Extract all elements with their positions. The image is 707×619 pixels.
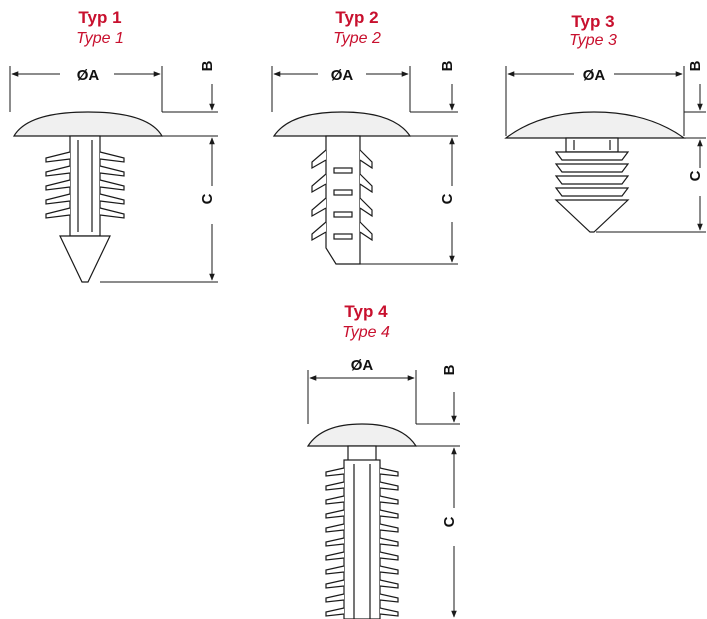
- type4-title: Typ 4: [344, 302, 388, 321]
- type3-title: Typ 3: [571, 12, 615, 31]
- type4-subtitle: Type 4: [342, 324, 390, 341]
- type2-dimensions: [271, 66, 458, 265]
- type2-drawing: [272, 111, 412, 265]
- type4-drawing: [306, 423, 418, 619]
- type1-drawing: [12, 111, 164, 283]
- type2-subtitle: Type 2: [333, 30, 381, 47]
- type3-drawing: [504, 111, 686, 233]
- type3-dimensions: [505, 66, 706, 233]
- type1-dim-c: C: [199, 193, 216, 204]
- type2-dim-a: ØA: [331, 67, 354, 84]
- type2-dim-c: C: [439, 193, 456, 204]
- type2-dim-b: B: [439, 60, 456, 71]
- type3-dim-c: C: [687, 170, 704, 181]
- type4-dimensions: [307, 370, 460, 618]
- type1-dimensions: [9, 66, 218, 283]
- type4-dim-a: ØA: [351, 357, 374, 374]
- type4-dim-b: B: [441, 364, 458, 375]
- type1-dim-a: ØA: [77, 67, 100, 84]
- type1-dim-b: B: [199, 60, 216, 71]
- type3-dim-a: ØA: [583, 67, 606, 84]
- type1-title: Typ 1: [78, 8, 122, 27]
- type4-dim-c: C: [441, 516, 458, 527]
- type3-dim-b: B: [687, 60, 704, 71]
- type2-title: Typ 2: [335, 8, 379, 27]
- type1-subtitle: Type 1: [76, 30, 124, 47]
- type3-subtitle: Type 3: [569, 32, 617, 49]
